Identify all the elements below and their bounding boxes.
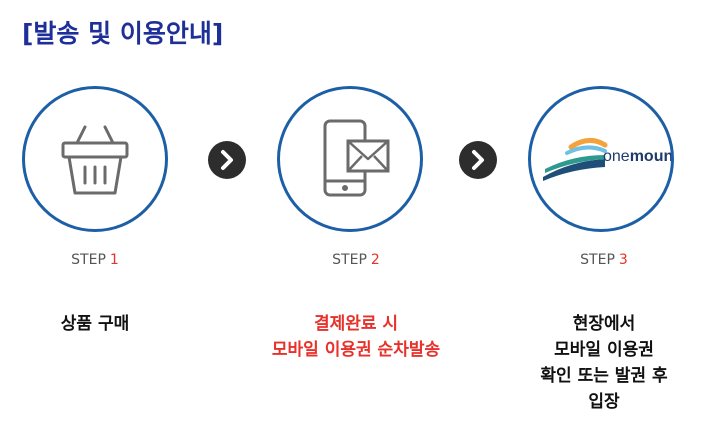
step-2-circle [277, 86, 423, 232]
arrow-2 [459, 141, 497, 179]
page-title: [발송 및 이용안내] [22, 19, 224, 48]
step-2-number: 2 [370, 252, 380, 268]
step-1-number: 1 [109, 252, 119, 268]
chevron-right-icon [221, 150, 233, 170]
step-3-circle: onemount [528, 86, 674, 232]
step-1-description: 상품 구매 [60, 314, 130, 334]
chevron-right-icon [472, 150, 484, 170]
step-1-circle [22, 86, 168, 232]
basket-icon [61, 125, 129, 195]
step-3-description: 현장에서 모바일 이용권 확인 또는 발권 후 입장 [540, 314, 668, 412]
mobile-message-icon [323, 119, 390, 197]
step-3-number: 3 [618, 252, 628, 268]
arrow-1 [208, 141, 246, 179]
svg-text:onemount: onemount [603, 148, 671, 165]
onemount-logo: onemount [543, 138, 671, 181]
step-2-description: 결제완료 시 모바일 이용권 순차발송 [271, 314, 441, 360]
logo-text-suffix: mount [630, 148, 671, 165]
logo-text-prefix: one [603, 148, 630, 165]
